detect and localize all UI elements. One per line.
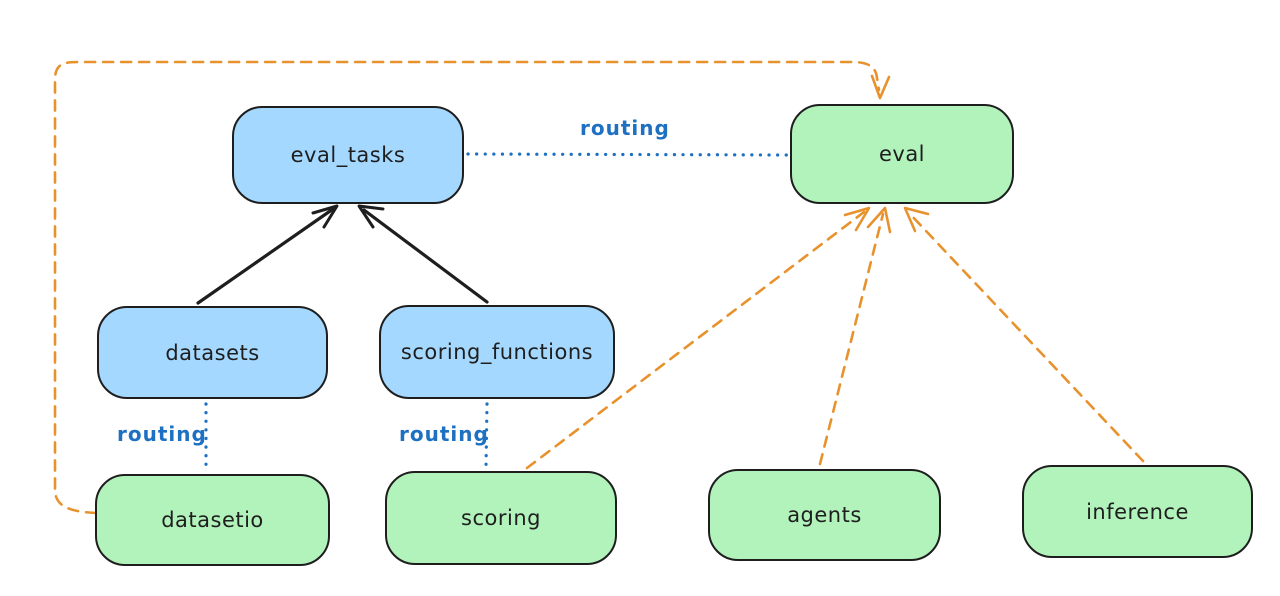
node-inference: inference <box>1022 465 1253 558</box>
node-eval-label: eval <box>878 142 926 166</box>
arrowhead-scoring-functions-to-eval-tasks <box>357 204 385 229</box>
node-inference-label: inference <box>1086 499 1189 524</box>
edge-label-routing-eval-tasks-eval: routing <box>580 116 670 140</box>
node-scoring-functions: scoring_functions <box>379 305 615 399</box>
edge-agents-to-eval <box>818 212 885 466</box>
node-eval-tasks: eval_tasks <box>232 106 464 204</box>
node-datasetio-label: datasetio <box>161 508 264 532</box>
edge-inference-to-eval <box>908 212 1145 463</box>
edge-label-routing-scoring-functions-scoring: routing <box>399 422 489 446</box>
node-datasets-label: datasets <box>165 340 260 365</box>
arrowhead-datasets-to-eval-tasks <box>311 204 339 229</box>
edge-eval-tasks-to-eval <box>466 152 790 157</box>
edge-label-routing-datasets-datasetio: routing <box>117 422 207 446</box>
arrowhead-agents-to-eval <box>866 206 892 234</box>
node-datasetio: datasetio <box>95 474 330 566</box>
node-agents-label: agents <box>787 503 862 527</box>
node-scoring-functions-label: scoring_functions <box>400 340 594 364</box>
node-scoring-label: scoring <box>461 506 541 530</box>
arrowhead-scoring-to-eval <box>843 206 871 232</box>
edge-scoring-to-eval <box>525 210 866 470</box>
node-scoring: scoring <box>385 471 617 565</box>
node-eval-tasks-label: eval_tasks <box>290 143 406 167</box>
edge-datasets-to-eval-tasks <box>196 207 335 305</box>
edge-scoring-functions-to-scoring <box>484 402 489 468</box>
arrowhead-datasetio-to-eval <box>870 74 891 100</box>
node-agents: agents <box>708 469 941 561</box>
arrowhead-inference-to-eval <box>903 206 930 233</box>
edge-scoring-functions-to-eval-tasks <box>362 208 489 304</box>
node-eval: eval <box>790 104 1014 204</box>
node-datasets: datasets <box>97 306 328 399</box>
